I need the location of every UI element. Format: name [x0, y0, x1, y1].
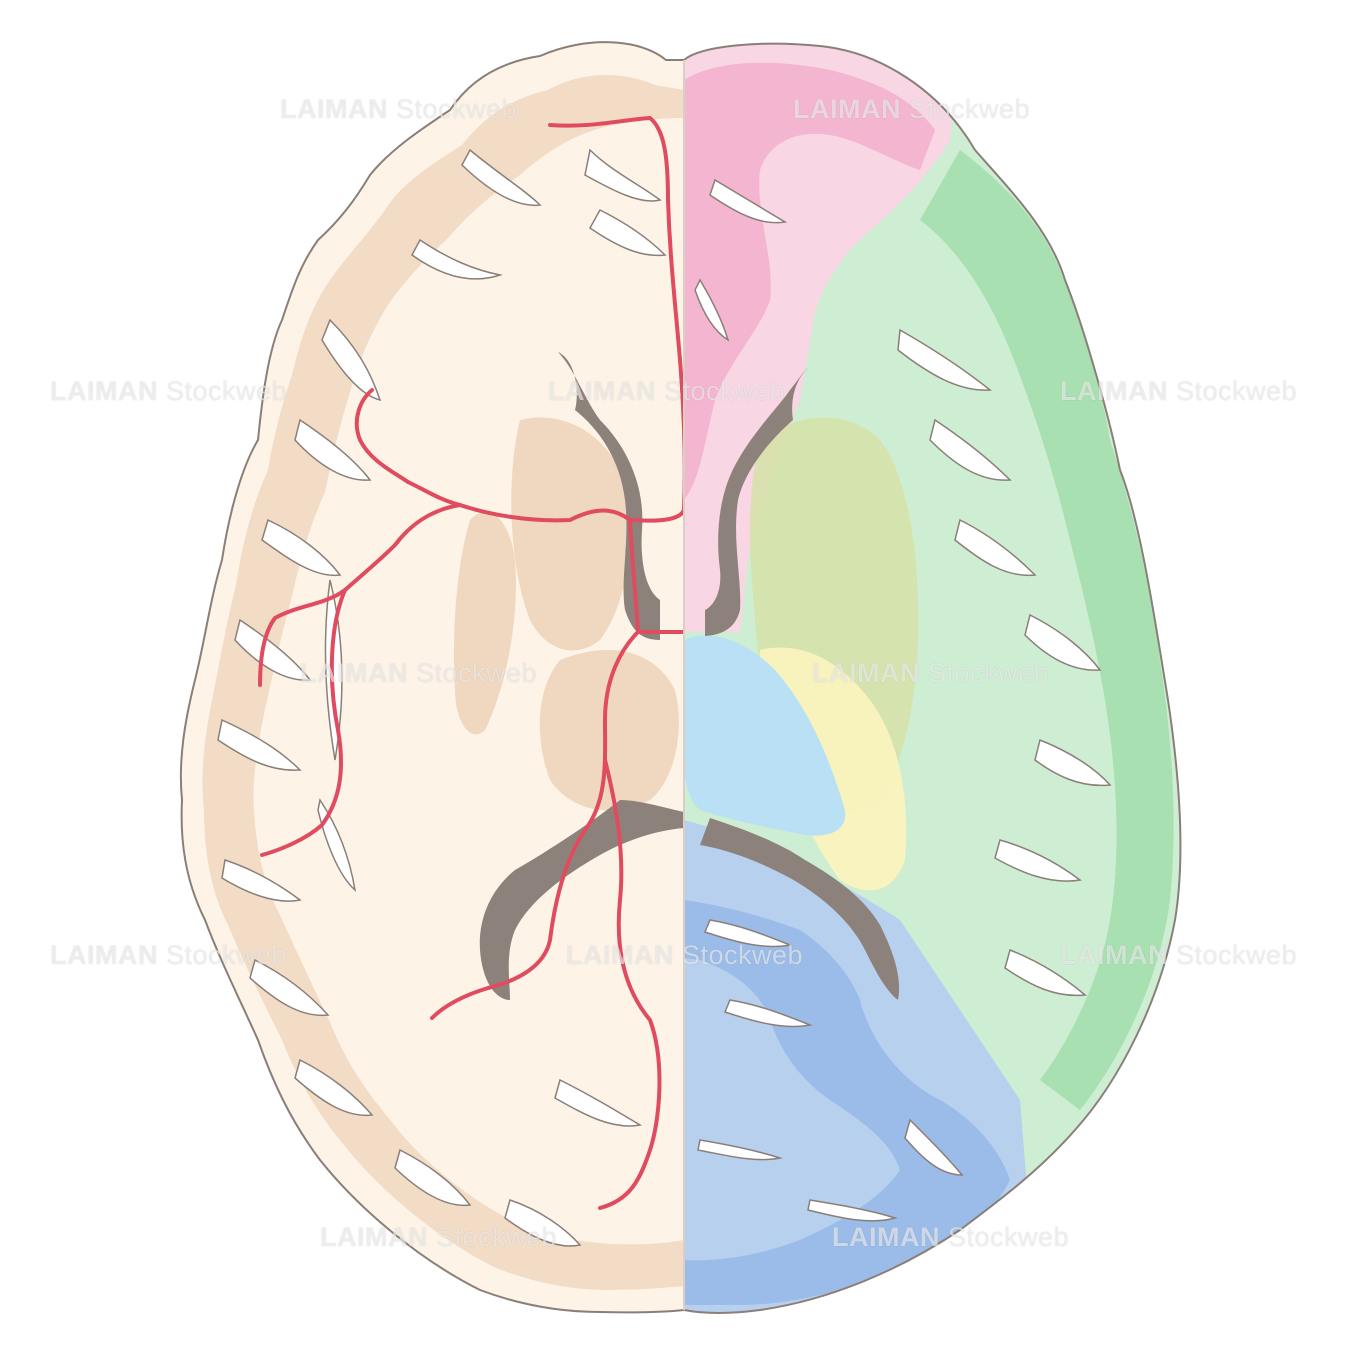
left-deep-nuclei — [453, 417, 679, 811]
frontal-cortex-band — [684, 62, 935, 500]
thalamus-region — [684, 635, 846, 836]
posterior-cortex-band — [684, 900, 1010, 1305]
right-sulci — [694, 178, 1112, 1222]
left-sulci — [217, 148, 667, 1247]
right-hemisphere-outline — [683, 42, 1182, 1314]
right-hemisphere — [683, 42, 1182, 1314]
middle-cortex-band — [920, 150, 1174, 1110]
right-ventricles — [700, 368, 900, 1000]
left-hemisphere — [179, 41, 687, 1314]
left-cortex-band — [202, 74, 684, 1290]
